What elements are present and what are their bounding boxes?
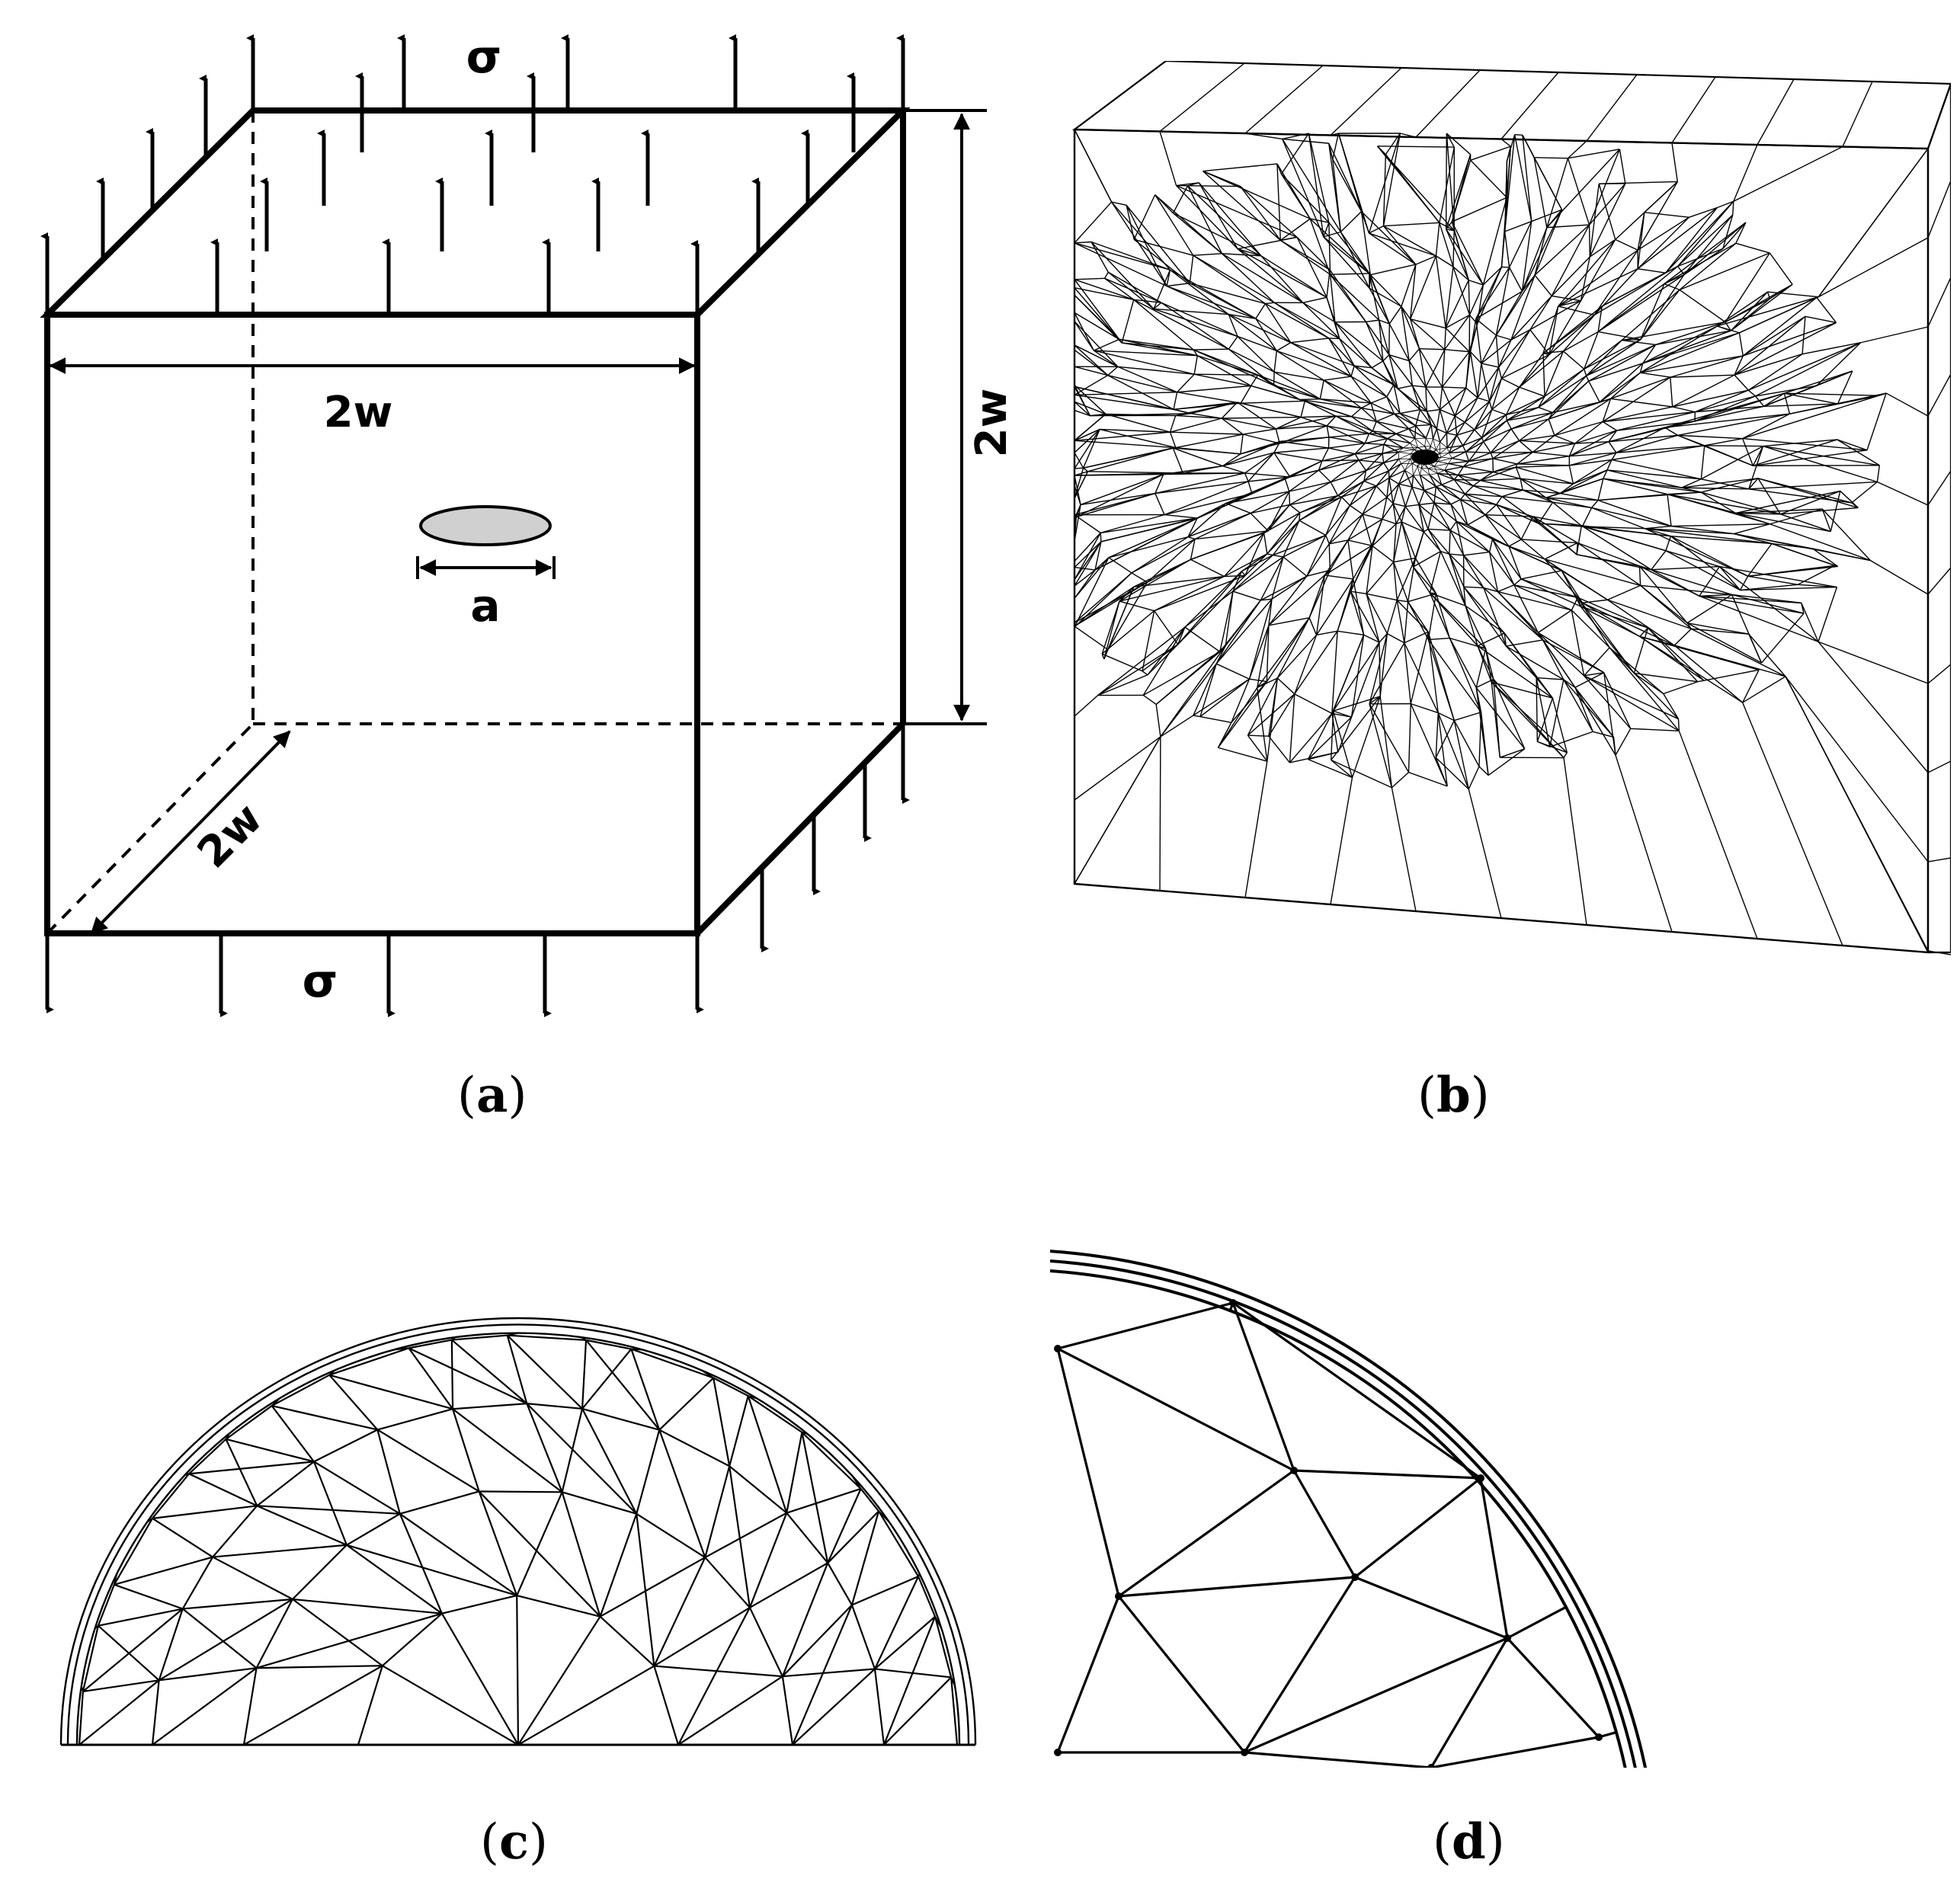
- caption-d: (d): [1433, 1813, 1505, 1871]
- depth-dimension: [90, 730, 291, 935]
- bottom-stress-arrows: [45, 724, 910, 1017]
- crack-ellipse: [419, 505, 552, 546]
- stress-label-bottom: σ: [303, 955, 338, 1008]
- panel-a-cube-diagram: σ σ 2w 2w 2w a: [40, 30, 1014, 1017]
- panel-b-mesh-block: [1071, 61, 1951, 955]
- caption-c: (c): [480, 1813, 548, 1871]
- caption-a: (a): [457, 1067, 527, 1124]
- mesh-lines: [59, 1317, 977, 1746]
- crack-dimension: [416, 556, 556, 579]
- mesh-lines: [1071, 61, 1951, 955]
- depth-label: 2w: [188, 794, 272, 878]
- caption-b: (b): [1417, 1067, 1490, 1124]
- height-dimension: [903, 109, 987, 725]
- height-label: 2w: [967, 389, 1014, 458]
- panel-d-crack-mesh-zoom: [1050, 1250, 1647, 1768]
- panel-c-crack-mesh-half: [59, 1317, 977, 1746]
- top-stress-arrows: [40, 34, 905, 315]
- width-label: 2w: [324, 388, 393, 437]
- mesh-lines: [1050, 1250, 1647, 1768]
- stress-label-top: σ: [466, 30, 502, 84]
- crack-label: a: [470, 580, 500, 632]
